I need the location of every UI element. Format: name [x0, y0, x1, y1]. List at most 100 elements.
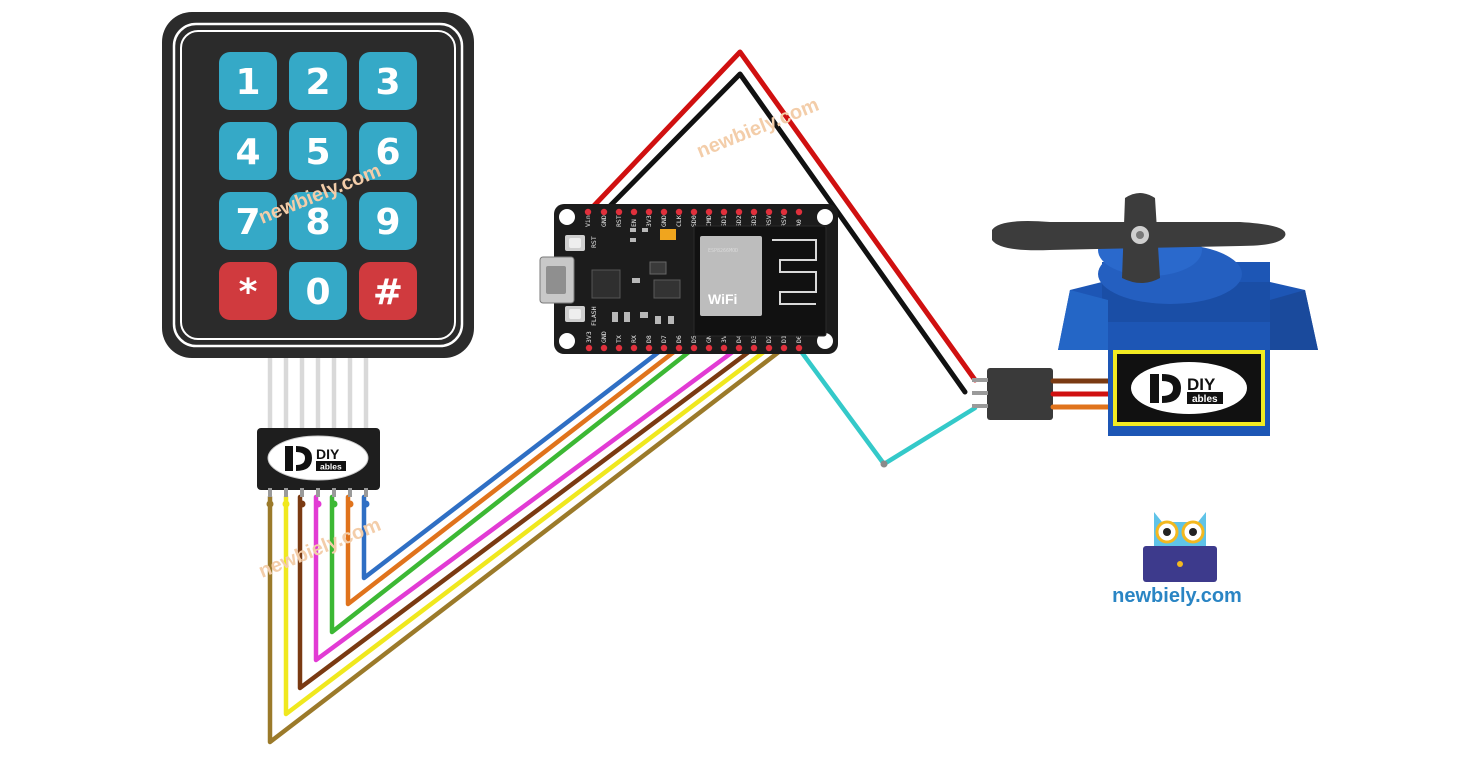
svg-text:SD0: SD0	[690, 215, 698, 227]
keypad-key-7[interactable]: 7	[219, 192, 277, 250]
svg-text:RX: RX	[630, 335, 638, 343]
svg-text:D1: D1	[780, 335, 788, 343]
svg-text:5: 5	[305, 132, 330, 173]
keypad-key-0[interactable]: 0	[289, 262, 347, 320]
wire-gnd-black	[601, 71, 968, 395]
wire-bend-point	[880, 460, 888, 468]
svg-text:4: 4	[235, 132, 260, 173]
wire-d4-magenta	[313, 345, 741, 663]
servo-horn[interactable]	[992, 193, 1286, 283]
pcb-antenna-icon	[772, 239, 817, 305]
svg-text:CLK: CLK	[675, 215, 683, 227]
keypad-key-6[interactable]: 6	[359, 122, 417, 180]
svg-text:CMD: CMD	[705, 215, 713, 227]
keypad-ribbon	[267, 352, 369, 433]
wire-d5-green	[329, 345, 697, 635]
servo-cable	[1050, 378, 1111, 410]
svg-text:ables: ables	[1192, 394, 1218, 405]
keypad-key-8[interactable]: 8	[289, 192, 347, 250]
svg-text:DIY: DIY	[316, 446, 340, 462]
wire-d6-orange	[345, 345, 682, 607]
servo-connector	[972, 368, 1053, 420]
header-pins-top	[584, 208, 803, 216]
owl-laptop-icon	[1143, 512, 1217, 582]
diyables-logo-servo: DIY ables	[1131, 362, 1247, 414]
wires	[266, 49, 978, 745]
wire-vin-red	[585, 49, 978, 383]
svg-text:ables: ables	[320, 462, 342, 472]
svg-text:0: 0	[305, 272, 330, 313]
svg-text:3: 3	[375, 62, 400, 103]
servo-motor: DIY ables	[972, 193, 1318, 436]
svg-text:newbiely.com: newbiely.com	[1112, 585, 1242, 607]
svg-text:3V3: 3V3	[585, 331, 593, 343]
svg-text:9: 9	[375, 202, 400, 243]
svg-text:D6: D6	[675, 335, 683, 343]
esp12-module: ESP8266MOD WiFi	[693, 225, 827, 337]
svg-text:7: 7	[235, 202, 260, 243]
wire-d7-blue	[361, 345, 667, 581]
keypad: 1 2 3 4 5 6 7 8	[162, 12, 474, 358]
svg-text:GND: GND	[600, 331, 608, 343]
esp8266-board: Vin GND RST EN 3V3 GND CLK SD0 CMD SD1 S…	[539, 204, 838, 354]
bottom-pin-labels: 3V3 GND TX RX D8 D7 D6 D5 GND 3V3 D4 D3 …	[585, 331, 803, 343]
svg-text:1: 1	[235, 62, 260, 103]
svg-text:6: 6	[375, 132, 400, 173]
wifi-mark: WiFi	[708, 291, 737, 307]
header-pins-bottom	[585, 344, 803, 352]
micro-usb-port	[539, 256, 575, 304]
svg-text:D0: D0	[795, 335, 803, 343]
svg-text:3V3: 3V3	[720, 331, 728, 343]
svg-text:EN: EN	[630, 219, 638, 227]
flash-button[interactable]: FLASH	[565, 306, 598, 326]
keypad-connector: DIY ables	[257, 428, 380, 497]
svg-text:TX: TX	[615, 335, 623, 343]
svg-text:RSV: RSV	[765, 215, 773, 227]
keypad-key-5[interactable]: 5	[289, 122, 347, 180]
mounting-hole	[817, 209, 833, 225]
svg-text:RST: RST	[615, 215, 623, 227]
svg-text:FLASH: FLASH	[590, 306, 598, 326]
wire-d1-olive	[267, 345, 787, 745]
svg-text:*: *	[239, 272, 258, 313]
keypad-key-4[interactable]: 4	[219, 122, 277, 180]
mounting-hole	[817, 333, 833, 349]
svg-text:SD1: SD1	[720, 215, 728, 227]
svg-text:GND: GND	[660, 215, 668, 227]
svg-text:D8: D8	[645, 335, 653, 343]
svg-text:RST: RST	[590, 236, 598, 248]
svg-text:ESP8266MOD: ESP8266MOD	[708, 248, 738, 254]
keypad-key-9[interactable]: 9	[359, 192, 417, 250]
svg-text:GND: GND	[600, 215, 608, 227]
keypad-key-hash[interactable]: #	[359, 262, 417, 320]
mounting-hole	[559, 209, 575, 225]
diyables-logo-keypad: DIY ables	[267, 435, 369, 481]
mounting-hole	[559, 333, 575, 349]
wire-d3-brown	[297, 345, 757, 691]
svg-text:3V3: 3V3	[645, 215, 653, 227]
keypad-key-1[interactable]: 1	[219, 52, 277, 110]
svg-text:D2: D2	[765, 335, 773, 343]
svg-text:2: 2	[305, 62, 330, 103]
keypad-connector-pins-top	[268, 488, 368, 497]
svg-text:DIY: DIY	[1187, 375, 1216, 394]
svg-text:RSV: RSV	[780, 215, 788, 227]
svg-text:D7: D7	[660, 335, 668, 343]
svg-text:D5: D5	[690, 335, 698, 343]
svg-text:A0: A0	[795, 219, 803, 227]
keypad-connector-pins	[266, 500, 370, 508]
svg-text:Vin: Vin	[584, 215, 592, 227]
rst-button[interactable]: RST	[565, 235, 598, 251]
keypad-key-3[interactable]: 3	[359, 52, 417, 110]
top-pin-labels: Vin GND RST EN 3V3 GND CLK SD0 CMD SD1 S…	[584, 215, 803, 227]
svg-text:D4: D4	[735, 335, 743, 343]
svg-text:8: 8	[305, 202, 330, 243]
svg-text:D3: D3	[750, 335, 758, 343]
keypad-key-star[interactable]: *	[219, 262, 277, 320]
newbiely-brand[interactable]: newbiely.com	[1112, 512, 1242, 607]
svg-text:SD2: SD2	[735, 215, 743, 227]
usb-serial-chip	[591, 269, 621, 299]
keypad-key-2[interactable]: 2	[289, 52, 347, 110]
